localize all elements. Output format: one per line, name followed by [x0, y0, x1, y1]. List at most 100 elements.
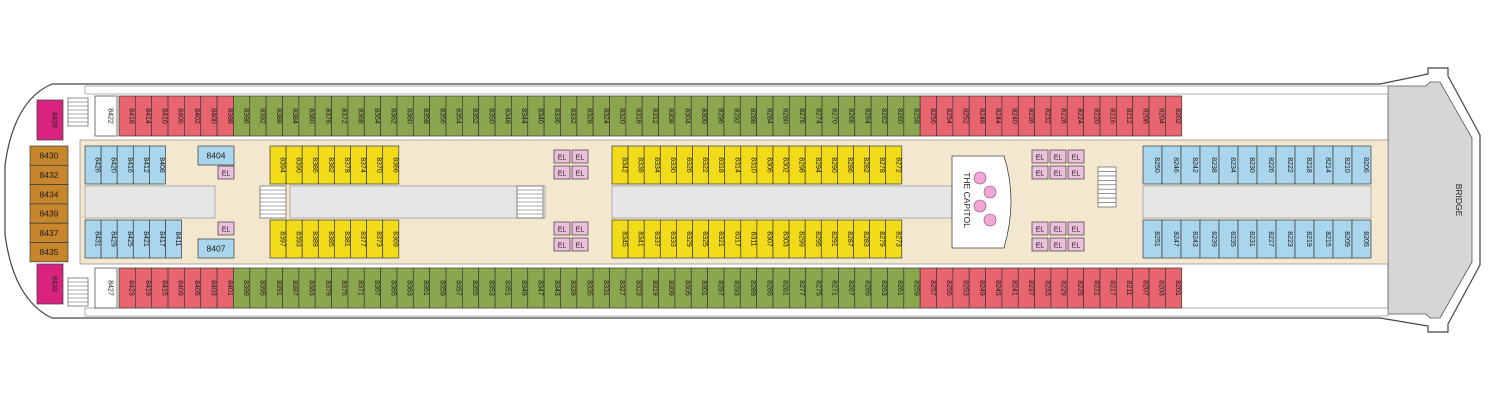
cabin-number: 8239 — [1210, 231, 1217, 247]
cabin: 8272 — [885, 145, 903, 185]
cabin-number: 8377 — [359, 231, 366, 247]
cabin-number: 8209 — [1343, 231, 1350, 247]
cabin: 8398 — [216, 95, 234, 137]
cabin: 8308 — [658, 95, 676, 137]
cabin: 8364 — [363, 95, 381, 137]
cabin-number: 8356 — [438, 108, 445, 124]
capitol-lounge — [951, 155, 1012, 249]
cabin-box-8404: 8404 — [197, 145, 235, 166]
cabin: 8243 — [1180, 219, 1201, 259]
cabin: 8309 — [658, 267, 676, 309]
cabin: 8417 — [149, 219, 166, 259]
cabin: 8408 — [149, 145, 166, 185]
top-walkway — [84, 85, 1389, 95]
table-icon — [983, 213, 997, 227]
cabin: 8214 — [1313, 145, 1334, 185]
cabin: 8386 — [301, 145, 319, 185]
cabin: 8337 — [643, 219, 661, 259]
cabin: 8294 — [804, 145, 822, 185]
cabin: 8394 — [269, 145, 287, 185]
cabin: 8345 — [611, 219, 629, 259]
cabin: 8236 — [1017, 95, 1035, 137]
cabin-number: 8428 — [51, 112, 58, 128]
cabin: 8232 — [1034, 95, 1052, 137]
cabin-number: 8306 — [765, 157, 772, 173]
cabin-number: 8331 — [602, 280, 609, 296]
cabin-number: 8264 — [863, 108, 870, 124]
cabin: 8282 — [853, 145, 870, 185]
cabin: 8304 — [674, 95, 692, 137]
cabin-number: EL — [576, 227, 585, 234]
cabin: 8353 — [478, 267, 496, 309]
cabin-number: 8437 — [40, 228, 59, 238]
cabin-box — [197, 238, 235, 259]
cabin-number: 8292 — [733, 108, 740, 124]
cabin-number: 8284 — [765, 108, 772, 124]
cabin-number: 8312 — [651, 108, 658, 124]
cabin-box — [571, 165, 589, 180]
elevator-icon: EL — [1049, 237, 1067, 252]
cabin-suite: 8428 — [36, 99, 64, 141]
cabin-number: 8416 — [126, 157, 133, 173]
cabin-number: 8350 — [487, 108, 494, 124]
cabin-number: EL — [222, 227, 231, 234]
cabin-number: 8340 — [536, 108, 543, 124]
cabin-number: 8404 — [207, 151, 226, 161]
cabin-number: 8226 — [1267, 157, 1274, 173]
cabin-number: 8380 — [308, 108, 315, 124]
cabin: 8264 — [854, 95, 872, 137]
cabin-number: 8348 — [504, 108, 511, 124]
cabin-number: 8275 — [814, 280, 821, 296]
cabin-box — [1049, 149, 1067, 164]
stairs-icon — [1097, 166, 1117, 208]
cabin: 8292 — [723, 95, 741, 137]
cabin-number: 8439 — [40, 209, 59, 219]
cabin-number: 8406 — [177, 108, 184, 124]
cabin: 8206 — [1351, 145, 1372, 185]
elevator-icon: EL — [217, 221, 235, 236]
cabin-number: 8320 — [618, 108, 625, 124]
table-icon — [973, 199, 987, 213]
cabin-number: 8299 — [798, 231, 805, 247]
cabin-number: 8367 — [373, 280, 380, 296]
cabin: 8300 — [690, 95, 708, 137]
cabin-grey: 8427 — [94, 267, 118, 309]
cabin: 8255 — [936, 267, 954, 309]
cabin: 8254 — [936, 95, 954, 137]
cabin-number: EL — [1036, 171, 1045, 178]
cabin-aft-suite: 8430 — [29, 145, 69, 166]
cabin-number: EL — [1072, 243, 1081, 250]
cabin: 8230 — [1237, 145, 1258, 185]
cabin-number: 8310 — [749, 157, 756, 173]
cabin-box — [1067, 237, 1085, 252]
cabin: 8218 — [1294, 145, 1315, 185]
cabin-number: 8267 — [847, 280, 854, 296]
cabin-number: 8207 — [1141, 280, 1148, 296]
cabin: 8393 — [285, 219, 303, 259]
cabin: 8380 — [298, 95, 316, 137]
cabin-number: 8403 — [209, 280, 216, 296]
cabin-aft-suite: 8439 — [29, 203, 69, 224]
cabin: 8368 — [347, 95, 365, 137]
cabin: 8425 — [116, 219, 134, 259]
cabin: 8237 — [1017, 267, 1035, 309]
cabin: 8285 — [756, 267, 774, 309]
cabin-number: 8319 — [651, 280, 658, 296]
cabin-number: 8220 — [1092, 108, 1099, 124]
cabin: 8384 — [282, 95, 300, 137]
cabin-box — [36, 99, 64, 141]
cabin: 8392 — [249, 95, 267, 137]
cabin-number: 8251 — [1153, 231, 1160, 247]
cabin-number: 8323 — [635, 280, 642, 296]
cabin-box — [217, 221, 235, 236]
cabin-number: 8347 — [536, 280, 543, 296]
cabin: 8298 — [788, 145, 806, 185]
cabin-number: 8433 — [51, 276, 58, 292]
cabin-number: 8276 — [798, 108, 805, 124]
cabin: 8201 — [1165, 267, 1183, 309]
cabin-number: 8344 — [520, 108, 527, 124]
cabin-number: 8336 — [553, 108, 560, 124]
cabin-number: 8232 — [1043, 108, 1050, 124]
cabin-number: EL — [1072, 155, 1081, 162]
cabin: 8225 — [1066, 267, 1085, 309]
